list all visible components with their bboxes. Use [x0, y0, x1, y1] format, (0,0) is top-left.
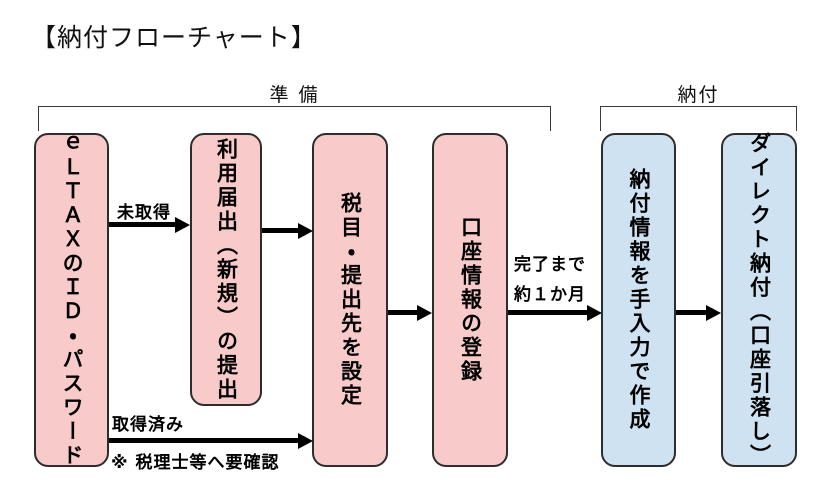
label-completion-duration-line1: 完了まで [514, 255, 586, 275]
arrow-not-acquired-head-icon [175, 217, 190, 233]
arrow-paymentinfo-to-direct-head-icon [706, 305, 721, 321]
flow-box-payment-info-manual-entry: 納付情報を手入力で作成 [601, 133, 676, 467]
label-completion-duration-line2: 約１か月 [514, 285, 586, 305]
flow-box-usage-report-submission: 利用届出（新規）の提出 [190, 133, 262, 406]
label-not-acquired: 未取得 [117, 203, 171, 223]
phase-label-preparation: 準 備 [269, 84, 320, 106]
arrow-acquired-line [109, 438, 299, 443]
flow-box-usage-report-submission-label: 利用届出（新規）の提出 [214, 137, 239, 402]
arrow-usage-to-taxitem-line [262, 228, 299, 233]
preparation-phase-bracket [38, 106, 551, 131]
arrow-acquired-head-icon [298, 433, 313, 449]
flow-box-eltax-id-password: ｅＬＴＡＸのＩＤ・パスワード [34, 132, 109, 468]
flow-box-payment-info-manual-entry-label: 納付情報を手入力で作成 [627, 168, 651, 432]
phase-label-payment: 納付 [677, 84, 720, 106]
flow-box-eltax-id-password-label: ｅＬＴＡＸのＩＤ・パスワード [60, 132, 84, 468]
arrow-taxitem-to-account-line [388, 310, 418, 315]
flow-box-account-info-registration-label: 口座情報の登録 [458, 216, 483, 384]
page-title: 【納付フローチャート】 [31, 23, 317, 52]
arrow-account-to-paymentinfo-head-icon [587, 305, 602, 321]
label-acquired: 取得済み [112, 415, 184, 435]
flow-box-direct-payment-debit-label: ダイレクト納付（口座引落し） [747, 132, 772, 468]
payment-phase-bracket [600, 106, 797, 131]
flow-box-tax-item-destination: 税目・提出先を設定 [312, 133, 388, 467]
arrow-usage-to-taxitem-head-icon [298, 223, 313, 239]
flow-box-account-info-registration: 口座情報の登録 [432, 133, 508, 467]
arrow-taxitem-to-account-head-icon [417, 305, 432, 321]
flow-box-tax-item-destination-label: 税目・提出先を設定 [338, 192, 363, 408]
arrow-not-acquired-line [109, 222, 176, 227]
arrow-paymentinfo-to-direct-line [676, 310, 707, 315]
label-accountant-note: ※ 税理士等へ要確認 [111, 453, 280, 473]
arrow-account-to-paymentinfo-line [508, 310, 588, 315]
flow-box-direct-payment-debit: ダイレクト納付（口座引落し） [721, 132, 797, 468]
